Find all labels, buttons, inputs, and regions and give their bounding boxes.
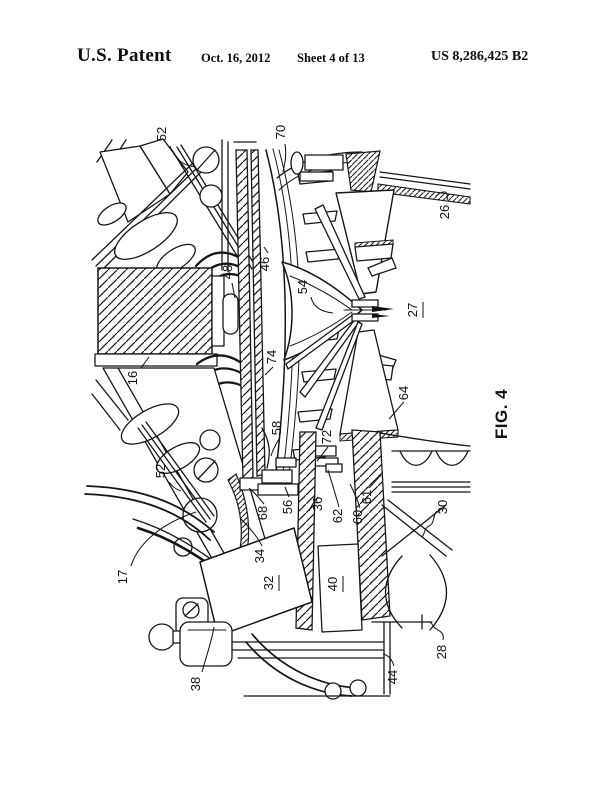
figure-caption: FIG. 4 xyxy=(492,389,511,439)
ref-label-68: 68 xyxy=(255,506,270,520)
hatched-section-block xyxy=(94,267,248,473)
sheet-number: Sheet 4 of 13 xyxy=(297,51,365,65)
ref-label-54: 54 xyxy=(295,280,310,294)
ref-label-26: 26 xyxy=(437,205,452,219)
ref-label-61: 61 xyxy=(359,490,374,504)
ref-label-58: 58 xyxy=(269,421,284,435)
ref-label-56: 56 xyxy=(280,500,295,514)
reference-numerals: 52 70 26 48 46 54 27 16 74 64 58 72 52 6… xyxy=(115,125,452,691)
rotor-hub xyxy=(343,299,394,322)
ref-label-30: 30 xyxy=(435,500,450,514)
patent-number: US 8,286,425 B2 xyxy=(431,49,529,64)
ref-label-36: 36 xyxy=(310,497,325,511)
ball-fitting xyxy=(148,623,176,651)
ref-label-72: 72 xyxy=(319,430,334,444)
ref-label-17: 17 xyxy=(115,570,130,584)
forward-truss-structure xyxy=(91,138,257,289)
ref-label-27: 27 xyxy=(405,303,420,317)
ref-label-28: 28 xyxy=(434,645,449,659)
shaft-and-frame-lines xyxy=(371,432,471,631)
ref-label-74: 74 xyxy=(264,350,279,364)
ref-label-40: 40 xyxy=(325,577,340,591)
ref-label-34: 34 xyxy=(252,549,267,563)
plate-32 xyxy=(199,527,313,637)
patent-label: U.S. Patent xyxy=(77,45,172,66)
ref-label-38: 38 xyxy=(188,677,203,691)
engine-case-hatched-band xyxy=(222,141,275,491)
ref-label-52: 52 xyxy=(154,127,169,141)
case-boss-48 xyxy=(222,293,239,335)
ref-label-32: 32 xyxy=(261,576,276,590)
ref-label-44: 44 xyxy=(385,670,400,684)
ref-label-16: 16 xyxy=(125,371,140,385)
aft-casing-structures xyxy=(148,429,391,700)
ref-label-64: 64 xyxy=(396,386,411,400)
leader-lines xyxy=(130,143,448,673)
ref-label-48: 48 xyxy=(220,265,235,279)
ref-label-62: 62 xyxy=(330,509,345,523)
ref-label-52-b: 52 xyxy=(153,464,168,478)
plate-40 xyxy=(317,543,363,633)
patent-date: Oct. 16, 2012 xyxy=(201,51,271,65)
ref-label-70: 70 xyxy=(273,125,288,139)
ref-label-46: 46 xyxy=(257,257,272,271)
ref-label-60: 60 xyxy=(350,510,365,524)
aft-truss-bracket xyxy=(84,367,267,591)
